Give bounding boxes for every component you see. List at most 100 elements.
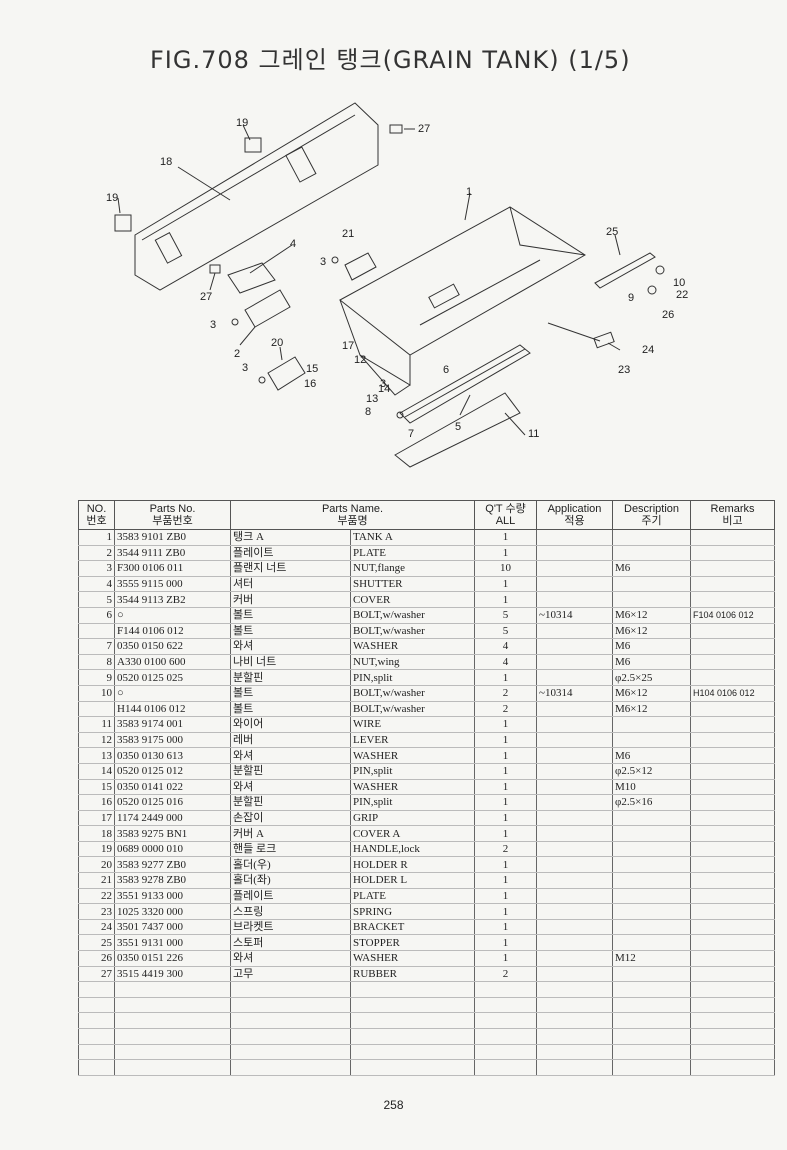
cell-desc [612,856,692,874]
cell-kr: 레버 [230,732,351,749]
cell-no: 4 [78,576,115,593]
cell-qty: 1 [474,591,538,608]
cell-desc [612,529,692,546]
callout-3c: 3 [320,256,326,268]
blank-cell [230,997,351,1014]
cell-kr: 브라켓트 [230,919,351,936]
cell-kr: 플레이트 [230,888,351,905]
blank-cell [536,1028,614,1045]
blank-cell [536,1059,614,1076]
cell-kr: 스토퍼 [230,934,351,952]
cell-no: 9 [78,669,115,686]
blank-cell [114,1059,231,1076]
cell-app [536,560,614,577]
cell-qty: 1 [474,888,538,905]
cell-desc: φ2.5×16 [612,794,692,811]
cell-rem [690,763,776,780]
cell-kr: 볼트 [230,607,351,624]
cell-en: BOLT,w/washer [349,701,476,718]
cell-desc [612,825,692,842]
cell-kr: 와이어 [230,716,351,733]
callout-2: 2 [234,348,240,360]
cell-app [536,856,614,874]
cell-rem [690,856,776,874]
cell-no: 24 [78,919,115,936]
cell-part: 1025 3320 000 [114,903,231,920]
cell-rem [690,950,776,967]
cell-en: BRACKET [349,919,476,936]
cell-no: 5 [78,591,115,608]
callout-4: 4 [290,238,296,250]
cell-kr: 분할핀 [230,669,351,686]
blank-cell [690,1044,776,1061]
cell-en: WASHER [349,779,476,796]
callout-9: 9 [628,292,634,304]
cell-qty: 5 [474,623,538,640]
cell-en: BOLT,w/washer [349,607,476,624]
callout-1: 1 [466,186,472,198]
figure-title: FIG.708 그레인 탱크(GRAIN TANK) (1/5) [150,46,631,74]
cell-rem: H104 0106 012 [690,685,776,702]
cell-qty: 1 [474,810,538,827]
cell-part: 3544 9111 ZB0 [114,545,231,562]
cell-no: 14 [78,763,115,780]
cell-qty: 4 [474,638,538,655]
callout-18: 18 [160,156,172,168]
cell-desc: M6 [612,560,692,577]
callout-19b: 19 [106,192,118,204]
cell-app [536,966,614,983]
cell-no: 25 [78,934,115,952]
blank-row [78,997,776,1014]
blank-cell [114,981,231,998]
tank-a-body [339,206,586,356]
blank-cell [474,1044,538,1061]
cell-en: PLATE [349,545,476,562]
cell-rem [690,716,776,733]
cell-qty: 1 [474,950,538,967]
cell-rem [690,779,776,796]
cell-app [536,747,614,764]
cell-app [536,872,614,889]
cell-qty: 1 [474,825,538,842]
cell-rem [690,934,776,952]
cell-app [536,825,614,842]
blank-cell [78,997,115,1014]
cell-desc: M6×12 [612,701,692,718]
cell-part: 3544 9113 ZB2 [114,591,231,608]
blank-cell [349,1012,476,1029]
cell-rem [690,810,776,827]
blank-cell [230,1012,351,1029]
cell-no: 27 [78,966,115,983]
callout-26: 26 [662,309,674,321]
cell-en: BOLT,w/washer [349,623,476,640]
cell-part: ○ [114,685,231,702]
blank-cell [474,997,538,1014]
cell-qty: 1 [474,763,538,780]
cell-rem [690,623,776,640]
cell-no: 21 [78,872,115,889]
cell-part: 3583 9275 BN1 [114,825,231,842]
cell-qty: 1 [474,779,538,796]
cell-qty: 1 [474,872,538,889]
cell-desc [612,919,692,936]
cell-desc: M6×12 [612,685,692,702]
callout-27: 27 [418,123,430,135]
callout-16: 16 [304,378,316,390]
cell-kr: 볼트 [230,685,351,702]
cell-desc [612,576,692,593]
blank-cell [230,1028,351,1045]
cell-part: 0350 0130 613 [114,747,231,764]
cell-no: 15 [78,779,115,796]
cell-desc: M6 [612,638,692,655]
